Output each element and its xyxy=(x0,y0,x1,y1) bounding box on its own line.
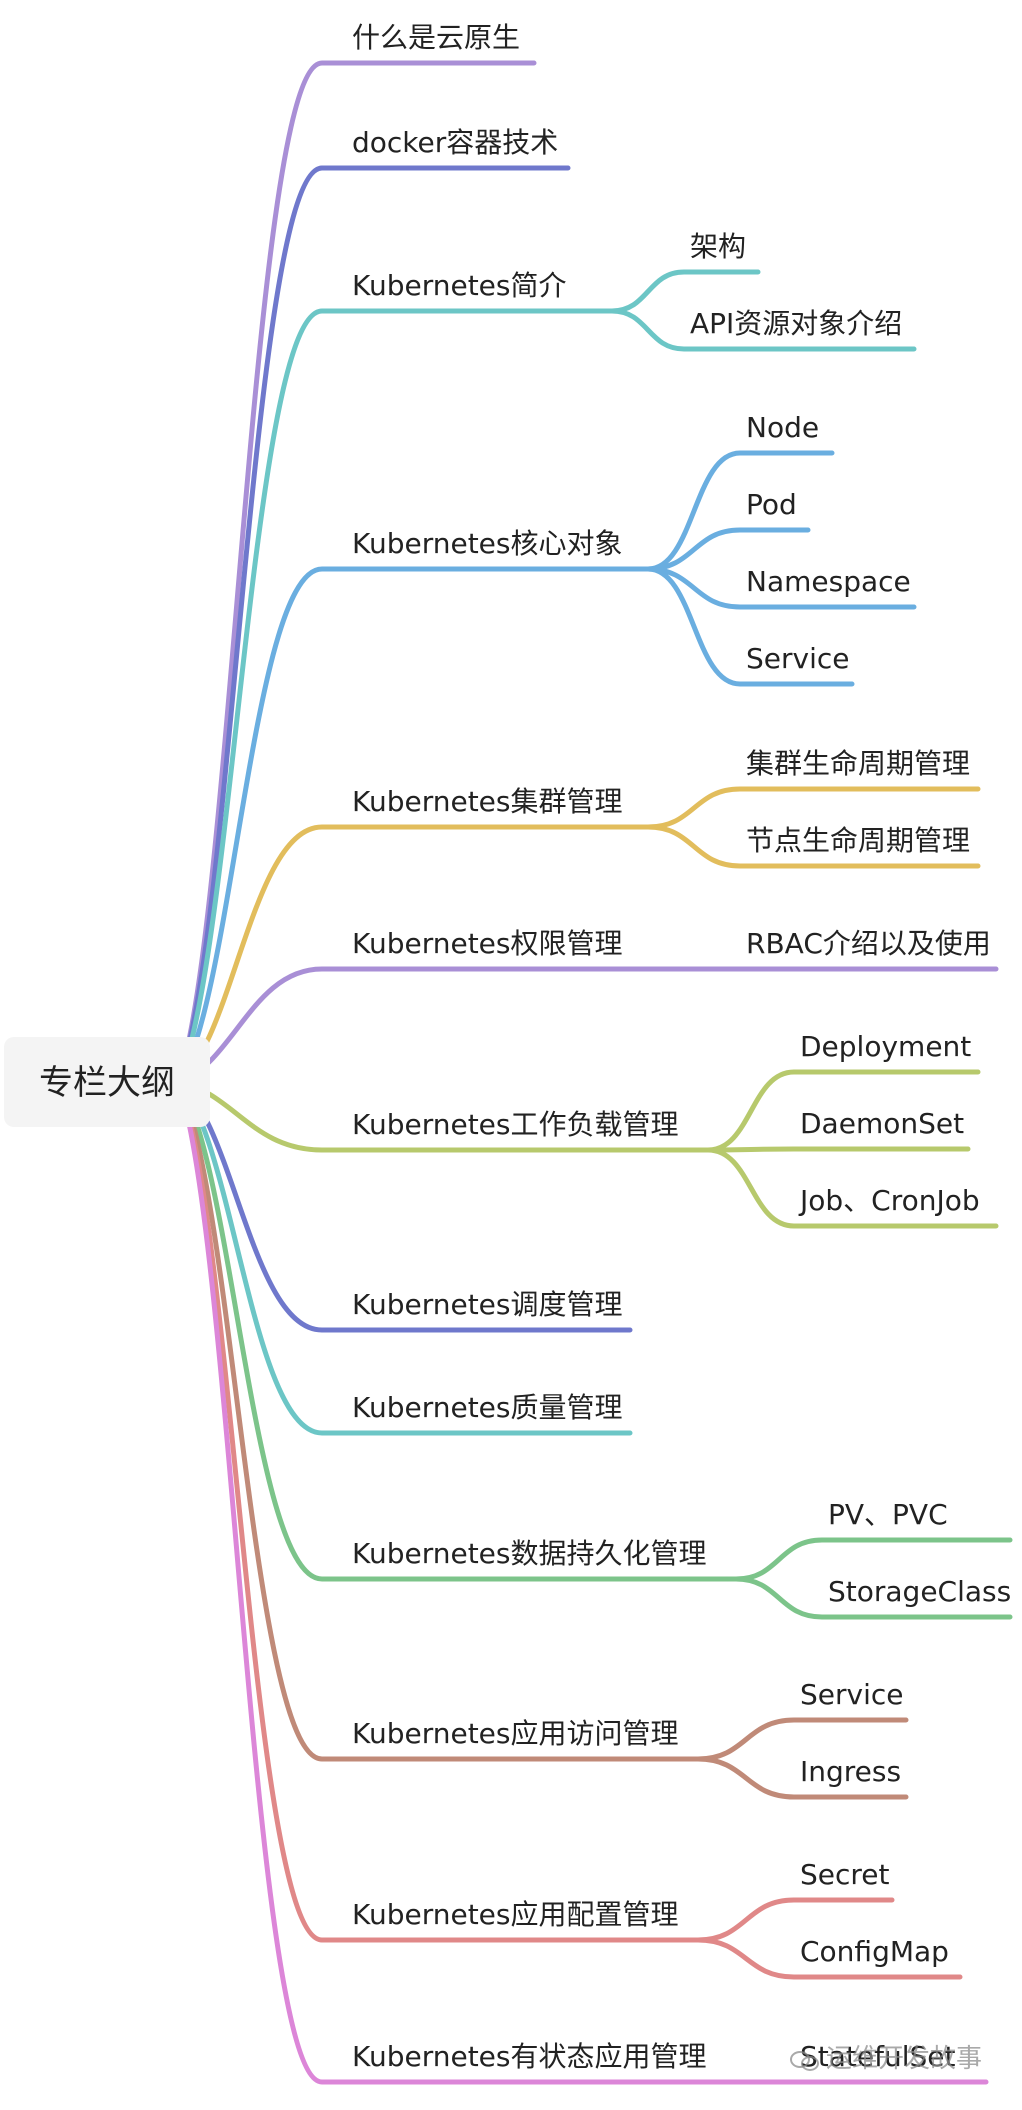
child-label-b6-0[interactable]: Deployment xyxy=(800,1030,971,1063)
branch-edge-b9 xyxy=(175,1079,731,1582)
branch-label-b6[interactable]: Kubernetes工作负载管理 xyxy=(352,1108,679,1141)
child-edge-b10-0 xyxy=(687,1717,909,1762)
child-label-b9-0[interactable]: PV、PVC xyxy=(828,1498,948,1531)
child-label-b3-3[interactable]: Service xyxy=(746,642,849,675)
branch-label-b5[interactable]: Kubernetes权限管理 xyxy=(352,927,623,960)
root-node-label: 专栏大纲 xyxy=(39,1063,175,1103)
child-label-b3-2[interactable]: Namespace xyxy=(746,565,911,598)
watermark-text: 运维开发故事 xyxy=(826,2044,983,2074)
branch-edge-b5 xyxy=(175,966,643,1085)
child-edge-b2-0 xyxy=(587,269,761,314)
child-label-b12-0[interactable]: StatefulSet xyxy=(800,2040,955,2073)
branch-label-b3[interactable]: Kubernetes核心对象 xyxy=(352,527,623,560)
child-edge-b3-0 xyxy=(637,450,835,572)
watermark: 运维开发故事 xyxy=(790,2038,982,2075)
child-label-b6-2[interactable]: Job、CronJob xyxy=(798,1184,980,1217)
branch-label-b1[interactable]: docker容器技术 xyxy=(352,126,558,159)
branch-edge-b3 xyxy=(175,566,643,1085)
child-edge-b9-1 xyxy=(725,1576,1013,1620)
child-label-b11-0[interactable]: Secret xyxy=(800,1858,890,1891)
child-label-b10-0[interactable]: Service xyxy=(800,1678,903,1711)
branch-label-b9[interactable]: Kubernetes数据持久化管理 xyxy=(352,1537,707,1570)
branch-edge-b10 xyxy=(175,1079,693,1762)
branch-label-b7[interactable]: Kubernetes调度管理 xyxy=(352,1288,623,1321)
branch-label-b8[interactable]: Kubernetes质量管理 xyxy=(352,1391,623,1424)
branch-edge-b11 xyxy=(175,1079,693,1943)
child-edge-b6-2 xyxy=(697,1147,999,1229)
child-label-b5-0[interactable]: RBAC介绍以及使用 xyxy=(746,927,991,960)
branch-edge-b1 xyxy=(175,165,571,1085)
child-edge-b6-1 xyxy=(697,1146,971,1153)
child-label-b6-1[interactable]: DaemonSet xyxy=(800,1107,964,1140)
child-label-b11-1[interactable]: ConfigMap xyxy=(800,1935,949,1968)
child-edge-b9-0 xyxy=(725,1537,1013,1582)
child-label-b4-0[interactable]: 集群生命周期管理 xyxy=(746,747,970,780)
child-label-b3-0[interactable]: Node xyxy=(746,411,819,444)
branch-edge-b12 xyxy=(175,1079,723,2085)
child-label-b9-1[interactable]: StorageClass xyxy=(828,1575,1011,1608)
child-edge-b10-1 xyxy=(687,1756,909,1800)
branch-label-b0[interactable]: 什么是云原生 xyxy=(352,21,520,54)
child-label-b3-1[interactable]: Pod xyxy=(746,488,797,521)
mindmap-labels: 什么是云原生 docker容器技术 Kubernetes简介 架构 API资源对象介绍 K… xyxy=(352,21,1011,2073)
branch-label-b12[interactable]: Kubernetes有状态应用管理 xyxy=(352,2040,707,2073)
mindmap-edges xyxy=(175,60,1013,2085)
child-label-b10-1[interactable]: Ingress xyxy=(800,1755,901,1788)
child-edge-b4-0 xyxy=(637,786,981,830)
child-edge-b3-3 xyxy=(637,566,855,687)
child-edge-b4-1 xyxy=(637,824,981,869)
branch-label-b2[interactable]: Kubernetes简介 xyxy=(352,269,567,302)
child-edge-b11-1 xyxy=(687,1937,963,1980)
child-label-b2-0[interactable]: 架构 xyxy=(690,230,746,263)
child-label-b4-1[interactable]: 节点生命周期管理 xyxy=(746,824,970,857)
wechat-icon xyxy=(790,2049,820,2071)
branch-edge-b2 xyxy=(175,308,593,1085)
child-edge-b2-1 xyxy=(587,308,917,352)
root-node[interactable]: 专栏大纲 xyxy=(4,1037,210,1127)
branch-label-b11[interactable]: Kubernetes应用配置管理 xyxy=(352,1898,679,1931)
branch-label-b4[interactable]: Kubernetes集群管理 xyxy=(352,785,623,818)
branch-label-b10[interactable]: Kubernetes应用访问管理 xyxy=(352,1717,679,1750)
child-edge-b11-0 xyxy=(687,1897,895,1943)
root-node-box xyxy=(4,1037,210,1127)
child-label-b2-1[interactable]: API资源对象介绍 xyxy=(690,307,902,340)
